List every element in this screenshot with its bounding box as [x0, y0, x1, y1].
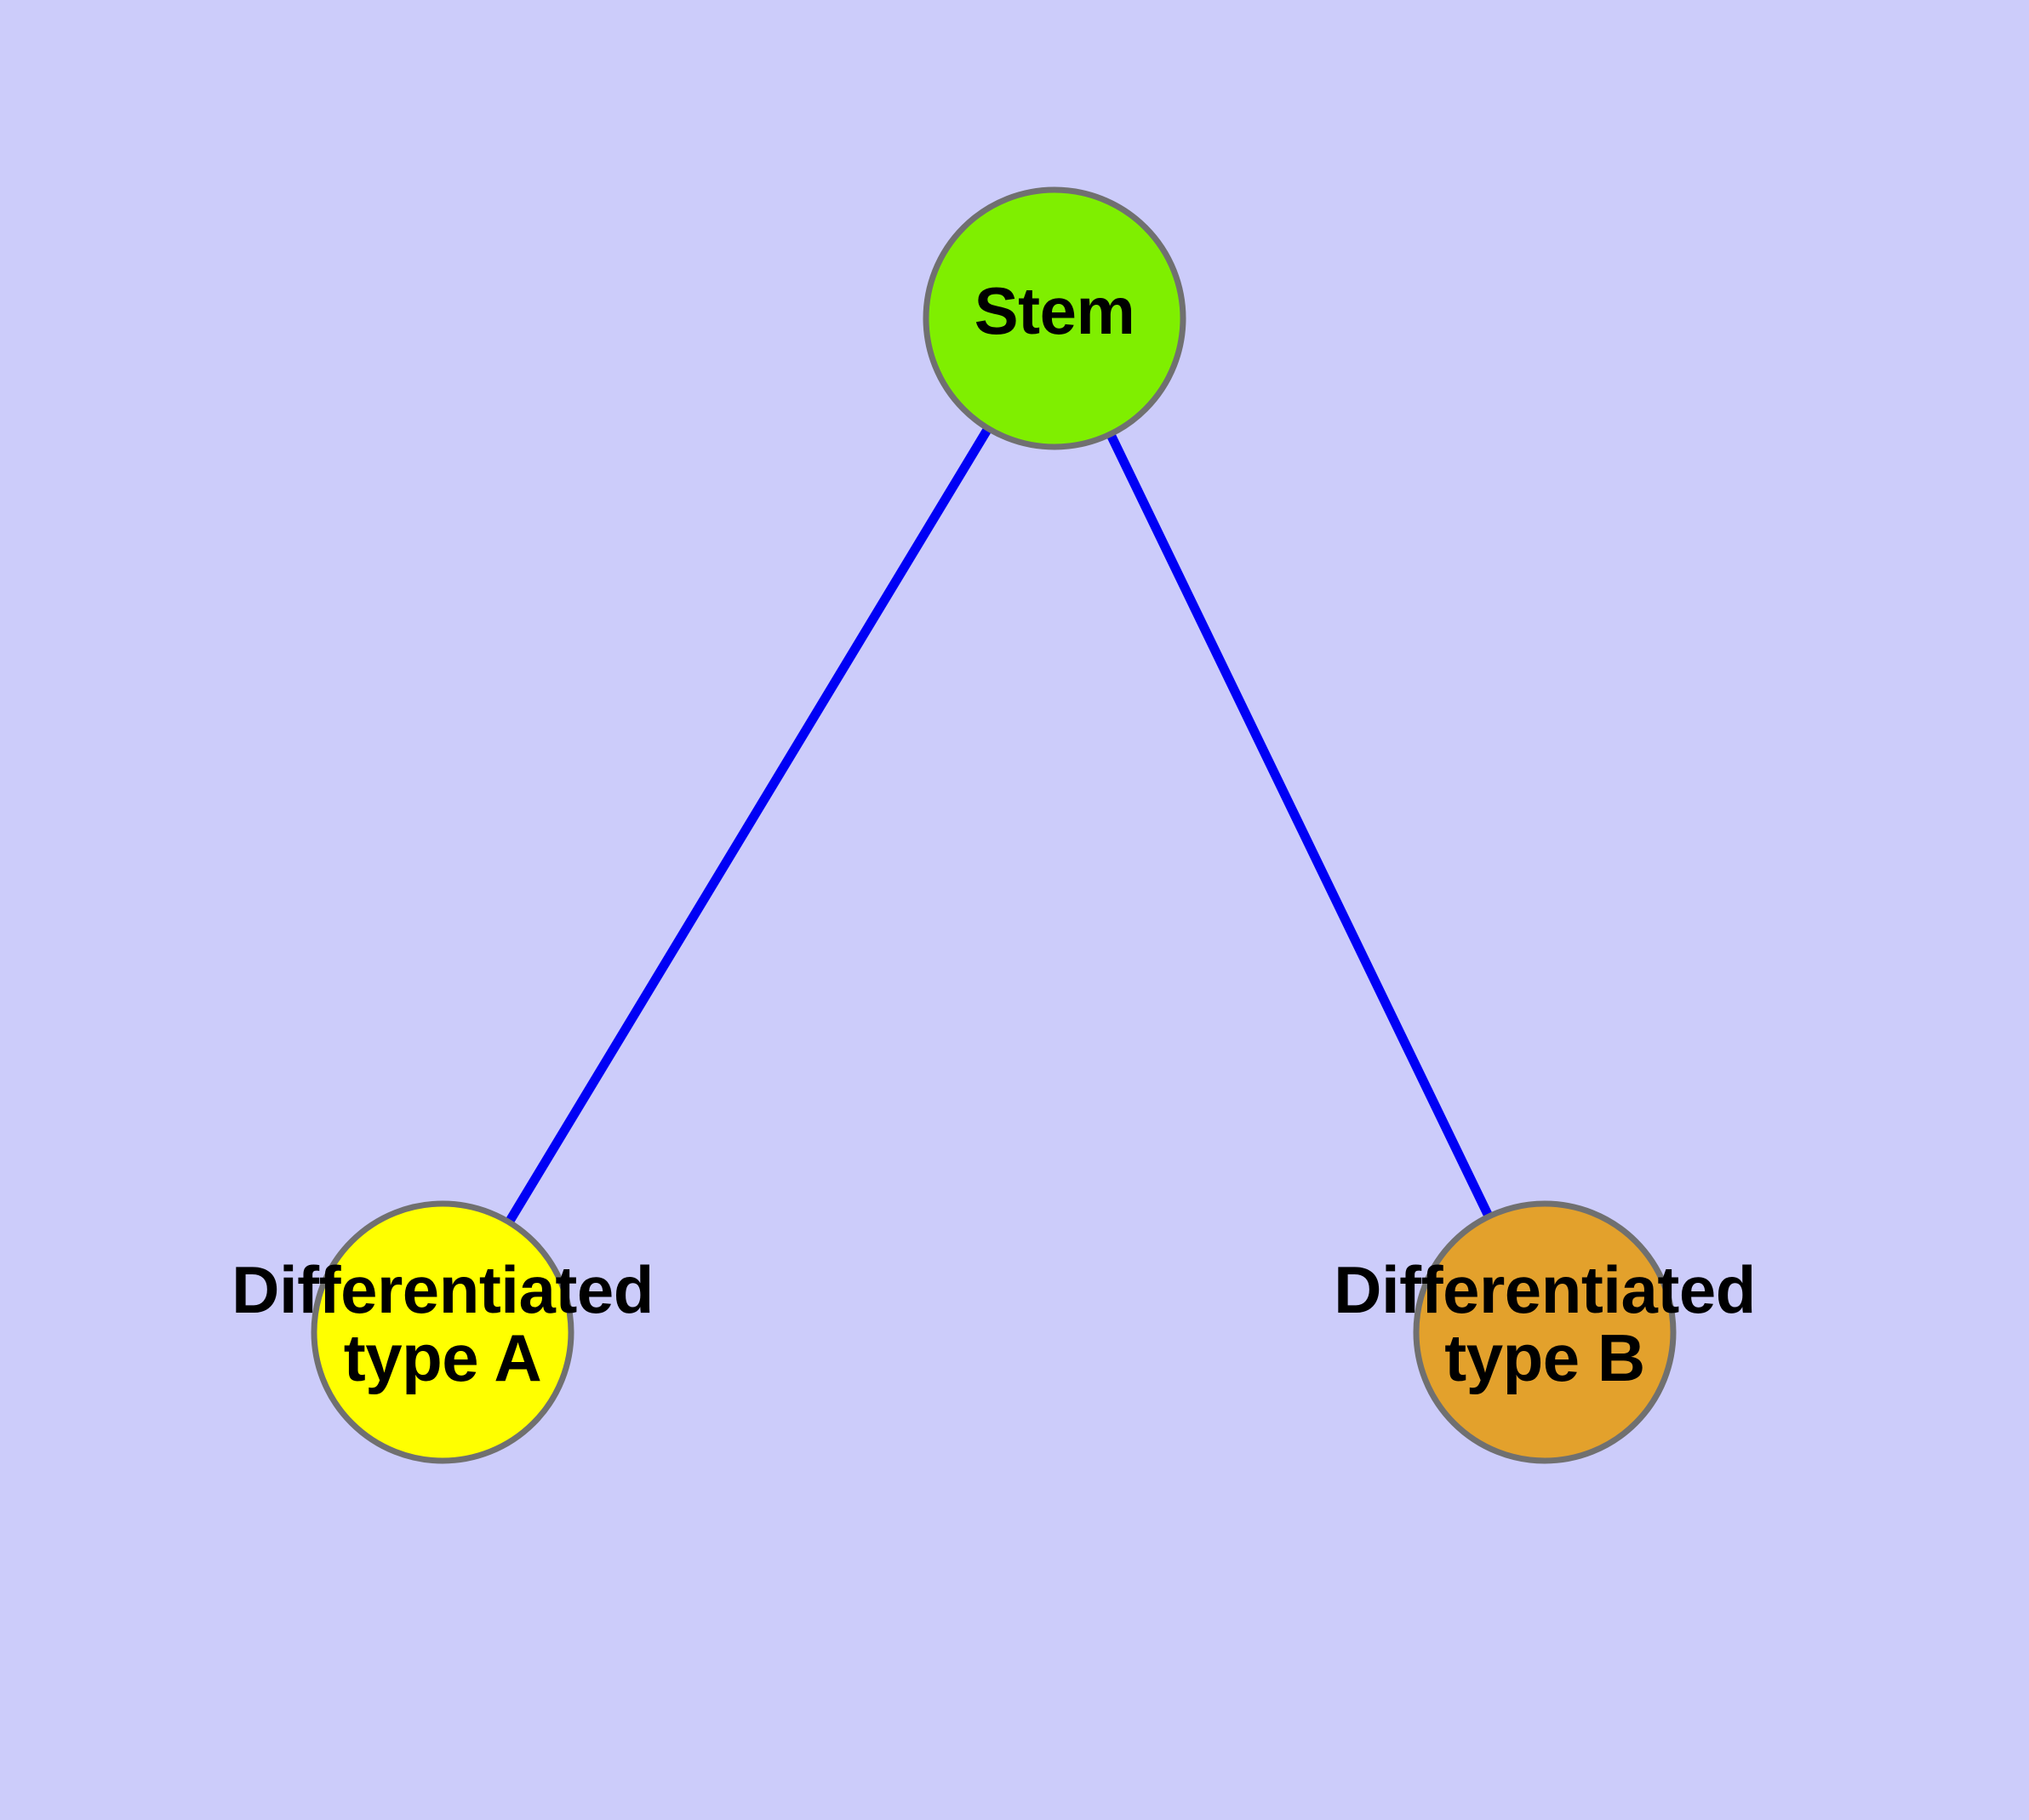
node-differentiated-type-a[interactable]: [311, 1200, 574, 1464]
node-differentiated-type-b[interactable]: [1413, 1200, 1677, 1464]
node-stem[interactable]: [923, 186, 1186, 450]
node-layer: [311, 186, 1677, 1464]
edge-layer: [438, 316, 1549, 1335]
edge-stem-to-diff-a[interactable]: [438, 316, 1059, 1335]
edge-stem-to-diff-b[interactable]: [1050, 316, 1549, 1335]
